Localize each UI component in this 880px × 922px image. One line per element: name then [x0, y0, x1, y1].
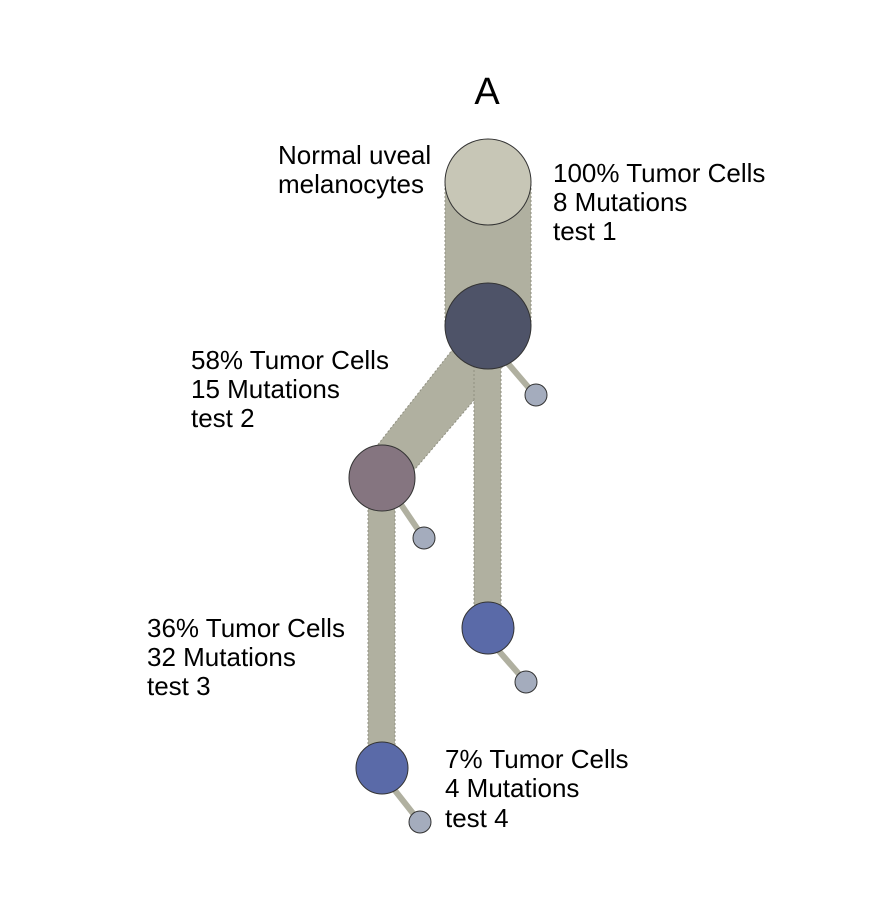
label-clone4-line1: 7% Tumor Cells	[445, 744, 629, 774]
label-clone2-line3: test 2	[191, 403, 255, 433]
label-clone4-line3: test 4	[445, 803, 509, 833]
node-normal	[444, 138, 532, 226]
diagram-title: A	[474, 71, 500, 113]
label-trunk-line1: 100% Tumor Cells	[553, 158, 765, 188]
label-trunk-line2: 8 Mutations	[553, 187, 687, 217]
label-trunk-line3: test 1	[553, 216, 617, 246]
label-clone3-line3: test 3	[147, 671, 211, 701]
label-clone2: 58% Tumor Cells 15 Mutations test 2	[191, 345, 389, 433]
node-clone2	[348, 444, 416, 512]
label-normal-line1: Normal uveal	[278, 140, 431, 170]
node-small-clone4	[408, 810, 432, 834]
node-small-trunk	[524, 383, 548, 407]
label-clone3-line2: 32 Mutations	[147, 642, 296, 672]
nodes	[348, 138, 548, 834]
label-normal-line2: melanocytes	[278, 169, 424, 199]
node-leaf-right	[461, 601, 515, 655]
node-small-clone2	[412, 526, 436, 550]
branch-trunk-to-leaf-right	[473, 325, 502, 629]
label-clone2-line1: 58% Tumor Cells	[191, 345, 389, 375]
label-trunk: 100% Tumor Cells 8 Mutations test 1	[553, 158, 765, 246]
label-clone3-line1: 36% Tumor Cells	[147, 613, 345, 643]
label-clone4: 7% Tumor Cells 4 Mutations test 4	[445, 744, 629, 833]
label-clone2-line2: 15 Mutations	[191, 374, 340, 404]
node-small-leaf-right	[514, 670, 538, 694]
label-normal: Normal uveal melanocytes	[278, 140, 431, 199]
node-clone4	[355, 741, 409, 795]
label-clone3: 36% Tumor Cells 32 Mutations test 3	[147, 613, 345, 701]
branch-clone2-to-clone4	[367, 477, 396, 769]
node-trunk	[444, 282, 532, 370]
label-clone4-line2: 4 Mutations	[445, 773, 579, 803]
